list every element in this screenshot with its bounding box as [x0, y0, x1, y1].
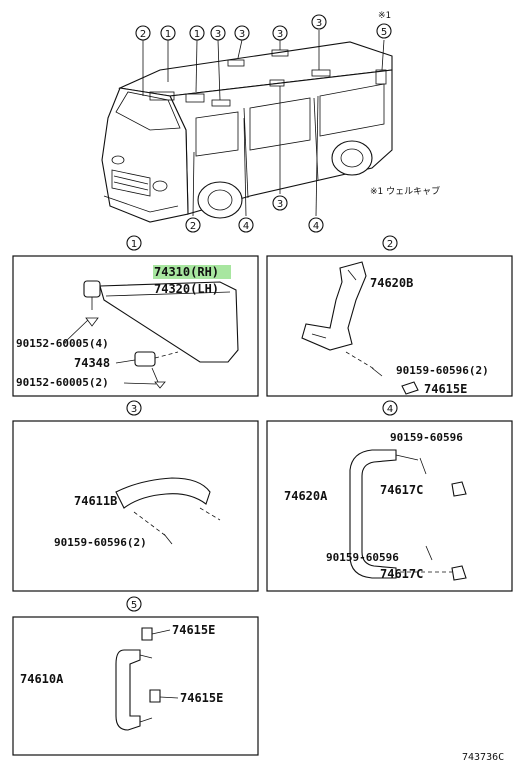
callout-top-3: 1 — [189, 25, 205, 41]
label-90159-60596-bottom: 90159-60596 — [326, 551, 399, 564]
assist-grip-74610A — [115, 649, 141, 731]
visor-clip — [134, 351, 156, 367]
svg-text:2: 2 — [190, 221, 196, 232]
svg-text:5: 5 — [131, 600, 137, 611]
label-90159-60596-top: 90159-60596 — [390, 431, 463, 444]
label-90152-60005-2: 90152-60005(2) — [16, 376, 109, 389]
callout-top-7: 3 — [311, 14, 327, 30]
assist-grip-74611B — [115, 477, 211, 509]
diagram-code: 743736C — [462, 752, 504, 763]
label-74615E-bottom: 74615E — [180, 691, 223, 705]
callout-top-2: 1 — [160, 25, 176, 41]
label-90159-60596-2-panel2: 90159-60596(2) — [396, 364, 489, 377]
panel-3: 3 74611B 90159-60596(2) — [12, 400, 259, 592]
svg-text:3: 3 — [316, 18, 322, 29]
callout-top-4: 3 — [210, 25, 226, 41]
note-mark: ※1 — [378, 11, 391, 21]
callout-top-5: 3 — [234, 25, 250, 41]
svg-text:3: 3 — [131, 404, 137, 415]
callout-top-1: 2 — [135, 25, 151, 41]
label-74615E-panel2: 74615E — [424, 382, 467, 396]
svg-text:4: 4 — [313, 221, 319, 232]
callout-bottom-3: 3 — [272, 195, 288, 211]
label-74620A: 74620A — [284, 489, 328, 503]
panel-4: 4 90159-60596 74620A 74617C 90159-60596 … — [266, 400, 513, 592]
svg-text:4: 4 — [387, 404, 393, 415]
welcab-note: ※1 ウェルキャブ — [370, 185, 440, 197]
callout-bottom-2: 4 — [238, 217, 254, 233]
svg-text:1: 1 — [194, 29, 200, 40]
label-74348: 74348 — [74, 356, 110, 370]
svg-text:5: 5 — [381, 27, 387, 38]
panel-2: 2 74620B 90159-60596(2) 74615E — [266, 235, 513, 397]
svg-text:3: 3 — [277, 29, 283, 40]
callout-top-8: 5 — [376, 23, 392, 39]
callout-bottom-1: 2 — [185, 217, 201, 233]
callout-leaders — [142, 30, 385, 217]
label-74320: 74320(LH) — [154, 282, 219, 296]
label-74611B: 74611B — [74, 494, 117, 508]
svg-text:2: 2 — [140, 29, 146, 40]
svg-text:3: 3 — [215, 29, 221, 40]
callout-bottom-4: 4 — [308, 217, 324, 233]
label-74610A: 74610A — [20, 672, 64, 686]
label-74620B: 74620B — [370, 276, 413, 290]
label-74310: 74310(RH) — [154, 265, 219, 279]
svg-text:1: 1 — [131, 239, 137, 250]
label-74615E-top: 74615E — [172, 623, 215, 637]
label-74617C-bottom: 74617C — [380, 567, 423, 581]
svg-text:3: 3 — [277, 199, 283, 210]
visor-mount — [83, 280, 101, 298]
panel-1: 1 74310(RH) 74320(LH) 90152-60005(4) 743… — [12, 235, 259, 397]
van-illustration — [101, 41, 393, 223]
svg-text:1: 1 — [165, 29, 171, 40]
label-74617C-top: 74617C — [380, 483, 423, 497]
svg-text:2: 2 — [387, 239, 393, 250]
callout-top-6: 3 — [272, 25, 288, 41]
assist-grip-74620B — [301, 261, 367, 351]
svg-text:4: 4 — [243, 221, 249, 232]
svg-text:3: 3 — [239, 29, 245, 40]
assist-grip-74620A — [349, 449, 397, 579]
label-90152-60005-4: 90152-60005(4) — [16, 337, 109, 350]
sun-visor — [99, 281, 239, 363]
label-90159-60596-2-panel3: 90159-60596(2) — [54, 536, 147, 549]
panel-5: 5 74615E 74610A 74615E — [12, 596, 259, 756]
